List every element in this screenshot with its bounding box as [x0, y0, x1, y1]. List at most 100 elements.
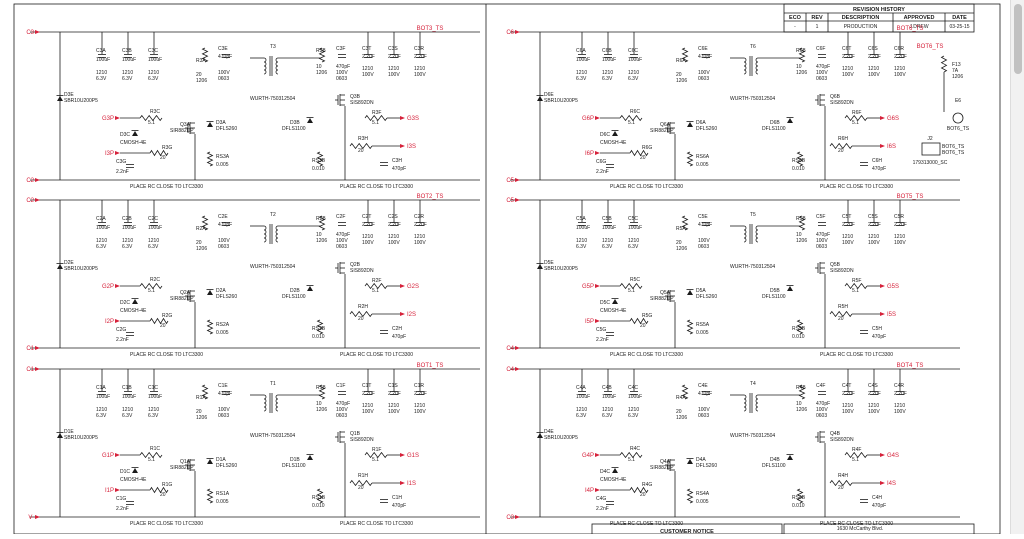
cell4-primary-diode-ref: D4A: [696, 457, 706, 463]
cell6-primary-resistor-pkg: 1206: [676, 78, 687, 84]
cell6-output-cap-ref: C6T: [842, 46, 851, 52]
cell1-input-cap-pkg: 1210: [122, 407, 133, 413]
cell2-secondary-resistor: [318, 215, 326, 231]
cell1-rc-cap-value: 2.2nF: [116, 506, 129, 512]
cell1-input-cap-ref: C1C: [148, 385, 158, 391]
revision-header-description: DESCRIPTION: [842, 15, 880, 21]
cell6-input-cap-value: 100uF: [576, 57, 590, 63]
revision-history-title: REVISION HISTORY: [853, 7, 905, 13]
cell3-place-note-primary: PLACE RC CLOSE TO LTC3300: [130, 184, 203, 190]
cell5-top-port-label: C5: [506, 198, 514, 204]
cell6-gate-resistor-2-ref: R6G: [642, 145, 652, 151]
scrollbar-thumb[interactable]: [1014, 4, 1022, 74]
cell5-place-note-primary: PLACE RC CLOSE TO LTC3300: [610, 352, 683, 358]
cell1-transformer-ref: T1: [270, 381, 276, 387]
cell2-sense-in-port: I2P: [105, 319, 120, 325]
cell4-input-cap-ref: C4C: [628, 385, 638, 391]
cell4-sense-in-port-arrow: [595, 488, 600, 492]
cell6-input-cap-pkg: 1210: [628, 70, 639, 76]
cell6-secondary-resistor-pkg: 1206: [796, 70, 807, 76]
cell1-transformer-coil: [275, 406, 279, 412]
cell1-secondary-resistor: [318, 384, 326, 400]
cell4-ts-net: BOT4_TS: [897, 363, 924, 369]
cell6-sense-resistor-secondary-ref: RS6B: [792, 158, 806, 164]
cell6-input-cap-value: 100uF: [628, 57, 642, 63]
cell4-primary-resistor-ref: R4A: [676, 395, 686, 401]
cell5-input-cap-voltage: 6.3V: [628, 244, 639, 250]
cell5-secondary-gate-resistor-value: 5.1: [852, 288, 859, 294]
cell2-input-cap-voltage: 6.3V: [96, 244, 107, 250]
cell4-gate-in-port: G4P: [582, 453, 600, 459]
cell2-secondary-rc-cap-value: 470pF: [392, 334, 406, 340]
cell4-input-cap-value: 100uF: [602, 394, 616, 400]
cell3-secondary-mosfet-ref: Q3B: [350, 94, 361, 100]
cell1-secondary-snubber-value: 470pF: [336, 401, 350, 407]
cell3-sense-resistor-secondary: [316, 151, 324, 167]
cell2-primary-resistor-ref: R2A: [196, 226, 206, 232]
cell2-transformer-part: WURTH-750312504: [250, 264, 295, 270]
cell2-sense-resistor-secondary-value: 0.010: [312, 334, 325, 340]
cell3-transformer: [263, 56, 279, 76]
cell5-output-cap-pkg: 1210: [842, 234, 853, 240]
cell4-secondary-diode: [787, 455, 793, 460]
cell4-input-cap-value: 100uF: [576, 394, 590, 400]
cell1-gate-out-port: G1S: [400, 453, 419, 459]
cell1-primary-mosfet-part: SIR882DP: [170, 465, 194, 471]
cell3-schottky: [57, 96, 63, 101]
cell1-sense-resistor-secondary: [316, 488, 324, 504]
cell6-sense-in-port-label: I6P: [585, 151, 594, 157]
cell6-primary-diode: [687, 122, 693, 127]
cell1-sense-resistor-secondary-ref: RS1B: [312, 495, 326, 501]
cell5-sense-out-port-label: I5S: [887, 312, 896, 318]
cell2-output-cap-value: 2.2uF: [388, 222, 401, 228]
vertical-scrollbar[interactable]: [1010, 0, 1024, 534]
cell1-secondary-resistor-ref: R1B: [316, 385, 326, 391]
cell2-output-cap-ref: C2R: [414, 214, 424, 220]
cell4-sense-resistor-secondary-ref: RS4B: [792, 495, 806, 501]
cell5-sense-resistor-primary-value: 0.005: [696, 330, 709, 336]
cell1-transformer-coil: [263, 398, 267, 404]
cell1-place-note-primary: PLACE RC CLOSE TO LTC3300: [130, 521, 203, 527]
cell1-transformer-part: WURTH-750312504: [250, 433, 295, 439]
cell1-sense-resistor-secondary-value: 0.010: [312, 503, 325, 509]
cell6-primary-snubber-voltage: 100V: [698, 70, 710, 76]
cell6-secondary-snubber-value: 470pF: [816, 64, 830, 70]
cell5-primary-mosfet-part: SIR882DP: [650, 296, 674, 302]
cell6-place-note-primary: PLACE RC CLOSE TO LTC3300: [610, 184, 683, 190]
cell6-transformer-coil: [755, 61, 759, 67]
cell3-transformer-part: WURTH-750312504: [250, 96, 295, 102]
cell4-output-cap-ref: C4T: [842, 383, 851, 389]
revision-header-rev: REV: [811, 15, 823, 21]
revision-cell: 03-25-15: [949, 24, 969, 30]
cell1-sense-in-port: I1P: [105, 488, 120, 494]
cell6-output-cap-pkg: 1210: [894, 66, 905, 72]
cell2-secondary-resistor-pkg: 1206: [316, 238, 327, 244]
cell2-input-cap-value: 100uF: [148, 225, 162, 231]
cell4-output-cap-voltage: 100V: [894, 409, 906, 415]
cell5-bottom-port-arrow: [515, 346, 520, 350]
cell3-top-port-label: C3: [26, 30, 34, 36]
cell2-input-cap-ref: C2C: [148, 216, 158, 222]
cell6-output-cap-value: 2.2uF: [842, 54, 855, 60]
cell2-input-cap-ref: C2A: [96, 216, 106, 222]
cell5-schottky-ref: D5E: [544, 260, 554, 266]
cell5-output-cap-ref: C5R: [894, 214, 904, 220]
cell6-output-cap-pkg: 1210: [842, 66, 853, 72]
cell6-secondary-rc-resistor: [829, 142, 853, 150]
cell2-secondary-snubber-voltage: 100V: [336, 238, 348, 244]
cell4-secondary-resistor-ref: R4B: [796, 385, 806, 391]
cell3-clamp-diode: [132, 131, 138, 136]
cell5-secondary-mosfet-part: SIS892DN: [830, 268, 854, 274]
cell1-rc-cap-ref: C1G: [116, 496, 126, 502]
revision-header-eco: ECO: [789, 15, 802, 21]
cell5-clamp-diode-part: CMOSH-4E: [600, 308, 627, 314]
cell5-sense-out-port-arrow: [880, 312, 885, 316]
cell2-secondary-diode-part: DFLS1100: [282, 294, 306, 300]
cell5-primary-diode: [687, 290, 693, 295]
cell3-input-cap-value: 100uF: [148, 57, 162, 63]
cell3-primary-snubber-ref: C3E: [218, 46, 228, 52]
cell4-input-cap-pkg: 1210: [602, 407, 613, 413]
cell1-sense-out-port-arrow: [400, 481, 405, 485]
cell5-bottom-port-label: C4: [506, 346, 514, 352]
